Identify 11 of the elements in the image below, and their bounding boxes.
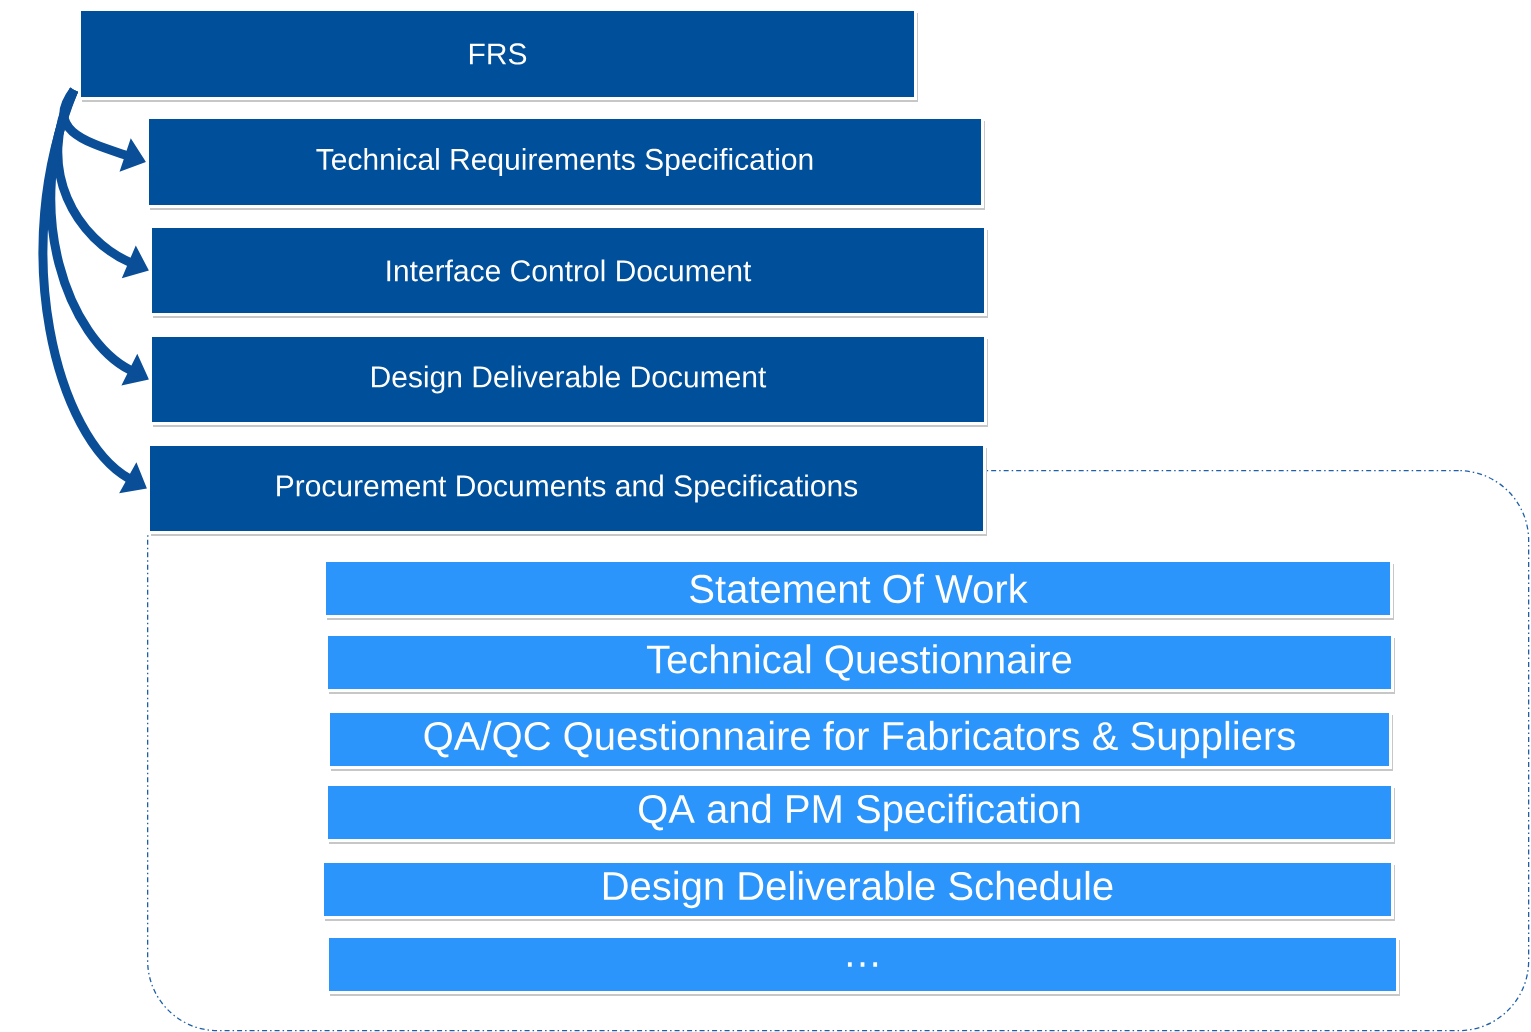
document-box: FRS: [78, 8, 918, 102]
document-box: Technical Questionnaire: [325, 633, 1395, 694]
document-box: QA and PM Specification: [325, 783, 1395, 844]
document-box: QA/QC Questionnaire for Fabricators & Suppliers: [327, 710, 1393, 771]
document-box: Design Deliverable Document: [149, 334, 988, 427]
document-box: …: [326, 935, 1400, 996]
document-box: Procurement Documents and Specifications: [147, 443, 987, 536]
document-box: Interface Control Document: [149, 225, 988, 318]
document-box: Statement Of Work: [323, 559, 1394, 620]
document-box: Design Deliverable Schedule: [321, 860, 1395, 921]
document-box: Technical Requirements Specification: [146, 116, 985, 210]
